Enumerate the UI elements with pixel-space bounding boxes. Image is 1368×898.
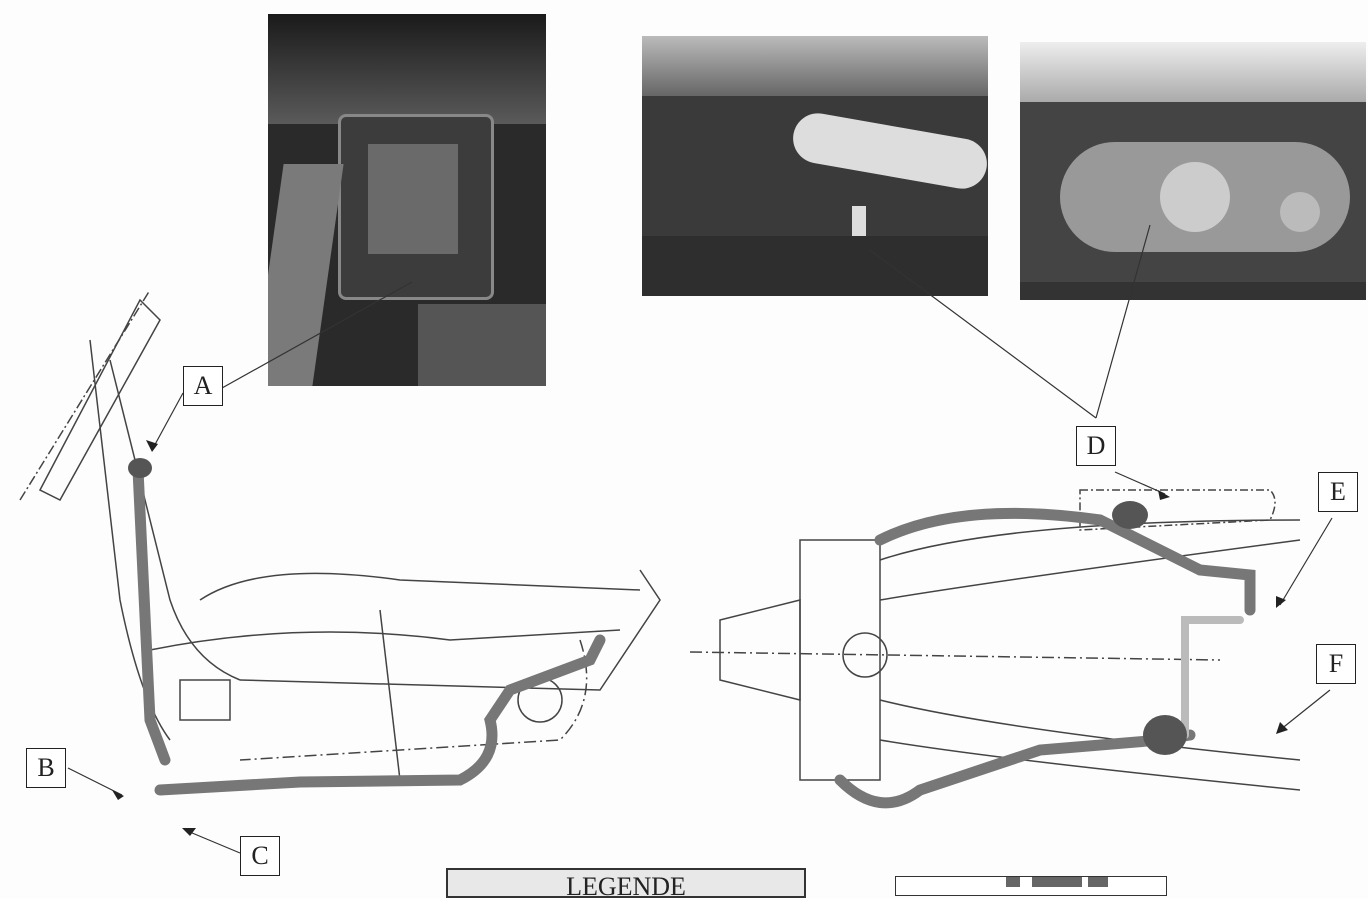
- callout-label-f: F: [1316, 644, 1356, 684]
- callout-label-c: C: [240, 836, 280, 876]
- photo-detail-a: [268, 14, 546, 386]
- legend-box: LEGENDE: [446, 868, 806, 898]
- callout-label-a: A: [183, 366, 223, 406]
- callout-label-d: D: [1076, 426, 1116, 466]
- legend-tab: [1032, 877, 1082, 887]
- photo-detail-d-side: [642, 36, 988, 296]
- photo-detail-d-lamp: [1020, 42, 1366, 300]
- callout-label-e: E: [1318, 472, 1358, 512]
- legend-tab: [1088, 877, 1108, 887]
- legend-tab: [1006, 877, 1020, 887]
- callout-label-b: B: [26, 748, 66, 788]
- legend-title: LEGENDE: [566, 872, 686, 898]
- legend-secondary-box: [895, 876, 1167, 896]
